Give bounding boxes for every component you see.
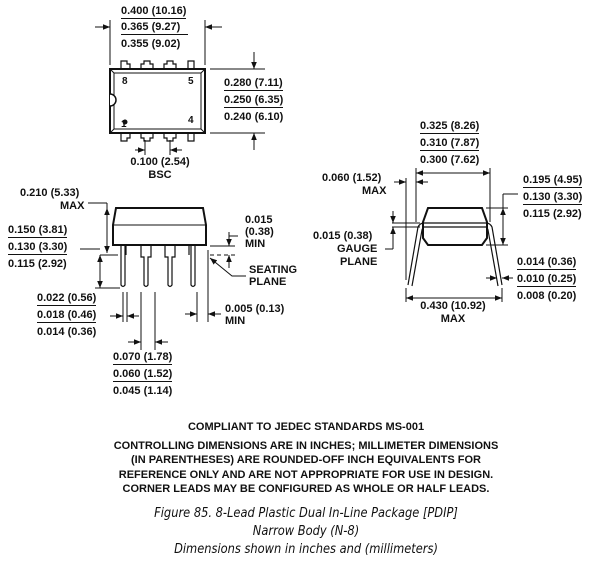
note-jedec: COMPLIANT TO JEDEC STANDARDS MS-001 [187,421,425,433]
dim-width-min: 0.240 (6.10) [224,111,284,123]
dim-height-note: MAX [60,200,85,212]
seating-plane-label: SEATING [249,264,298,276]
dim-offset: 0.060 (1.52) [322,172,382,184]
dim-lead-length-min: 0.115 (2.92) [8,258,67,270]
pin-5-label: 5 [188,76,194,87]
dim-pitch: 0.100 (2.54) [130,156,190,168]
dim-gauge: 0.015 (0.38) [313,230,373,242]
dim-standoff-mm: (0.38) [245,226,274,238]
pin-4-label: 4 [188,115,194,126]
dim-body-height-max: 0.195 (4.95) [523,174,583,188]
dim-row-spacing-nom: 0.310 (7.87) [420,137,480,151]
pin-8-label: 8 [122,76,128,87]
note-line: REFERENCE ONLY AND ARE NOT APPROPRIATE F… [118,468,494,481]
pin1-dot [122,119,128,125]
dim-standoff: 0.015 [245,214,273,226]
dim-length-max: 0.400 (10.16) [121,5,187,19]
dim-height: 0.210 (5.33) [20,187,80,199]
note-line: CORNER LEADS MAY BE CONFIGURED AS WHOLE … [122,483,490,495]
gauge-plane-label-2: PLANE [340,256,378,268]
dim-lead-thickness-min: 0.008 (0.20) [517,290,577,302]
note-line: (IN PARENTHESES) ARE ROUNDED-OFF INCH EQ… [131,454,481,466]
caption-subtitle: Narrow Body (N-8) [252,524,360,539]
note-line: CONTROLLING DIMENSIONS ARE IN INCHES; MI… [113,439,499,452]
dim-lead-length-nom: 0.130 (3.30) [8,241,68,255]
dim-body-height-nom: 0.130 (3.30) [523,191,583,205]
dim-row-spacing-max: 0.325 (8.26) [420,120,480,134]
dim-lead-thickness-nom: 0.010 (0.25) [517,273,577,287]
notes: COMPLIANT TO JEDEC STANDARDS MS-001 CONT… [0,420,612,497]
front-view [80,202,246,350]
gauge-plane-label: GAUGE [337,243,378,255]
dim-offset-note: MAX [362,185,387,197]
dim-standoff-note: MIN [245,238,266,250]
dim-end-gap-note: MIN [225,315,246,327]
dim-overall: 0.430 (10.92) [420,300,486,312]
caption-title: Figure 85. 8-Lead Plastic Dual In-Line P… [154,506,458,521]
dim-width-max: 0.280 (7.11) [224,77,283,91]
dim-lead-thickness-max: 0.014 (0.36) [517,256,577,270]
dim-lead-width-nom: 0.018 (0.46) [37,309,97,323]
dim-lead-width-min: 0.014 (0.36) [37,326,97,338]
caption-units: Dimensions shown in inches and (millimet… [174,542,438,557]
figure-caption: Figure 85. 8-Lead Plastic Dual In-Line P… [37,505,576,559]
dim-shoulder-nom: 0.060 (1.52) [113,368,173,382]
dim-pitch-note: BSC [148,169,172,181]
dim-length-nom: 0.365 (9.27) [121,21,189,35]
dim-lead-length-max: 0.150 (3.81) [8,224,68,238]
dim-width-nom: 0.250 (6.35) [224,94,284,108]
seating-plane-label-2: PLANE [249,276,287,288]
dim-shoulder-min: 0.045 (1.14) [113,385,173,397]
dim-length-min: 0.355 (9.02) [121,38,181,50]
dim-body-height-min: 0.115 (2.92) [523,208,582,220]
side-view [385,168,518,302]
dim-end-gap: 0.005 (0.13) [225,303,285,315]
dim-overall-note: MAX [440,313,466,325]
pin-1-label: 1 [121,119,127,130]
top-view [95,20,265,155]
dim-row-spacing-min: 0.300 (7.62) [420,154,480,166]
dim-shoulder-max: 0.070 (1.78) [113,351,173,365]
dim-lead-width-max: 0.022 (0.56) [37,292,97,306]
